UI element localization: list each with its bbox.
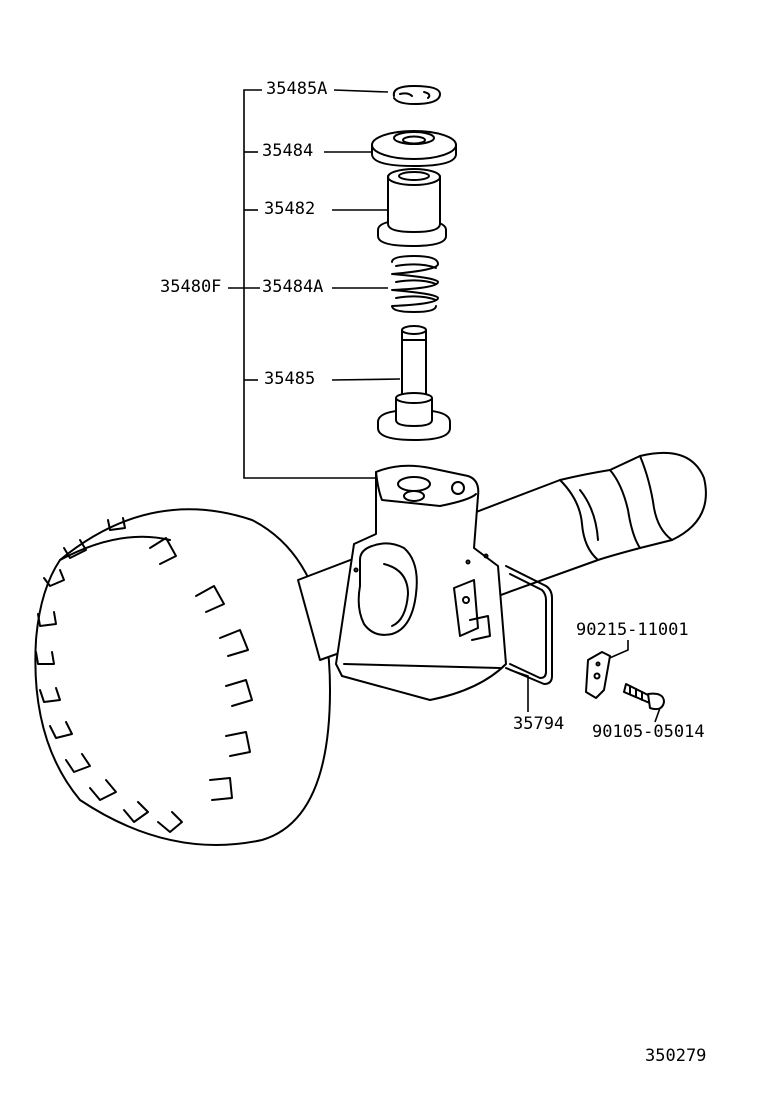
callout-35485A: 35485A (266, 79, 328, 99)
callout-35480F: 35480F (160, 277, 222, 297)
spring-part (391, 255, 439, 313)
reference-number: 350279 (645, 1046, 707, 1066)
callout-90105-05014: 90105-05014 (592, 722, 705, 742)
retainer-washer-part (371, 130, 457, 167)
callout-35484: 35484 (262, 141, 314, 161)
plate-part (585, 651, 611, 699)
callout-35485: 35485 (264, 369, 316, 389)
clutch-drum-part (34, 508, 331, 846)
valve-body-part (335, 464, 507, 701)
leader-lines (324, 89, 661, 723)
piston-part (377, 168, 447, 247)
callout-35484A: 35484A (262, 277, 324, 297)
callout-35482: 35482 (264, 199, 316, 219)
callout-90215-11001: 90215-11001 (576, 620, 689, 640)
snap-ring-part (392, 85, 441, 105)
bolt-part (623, 683, 665, 711)
callout-35794: 35794 (513, 714, 565, 734)
plunger-part (377, 325, 451, 441)
wire-bracket-part (505, 565, 553, 685)
assembly-bracket-line (228, 89, 380, 479)
